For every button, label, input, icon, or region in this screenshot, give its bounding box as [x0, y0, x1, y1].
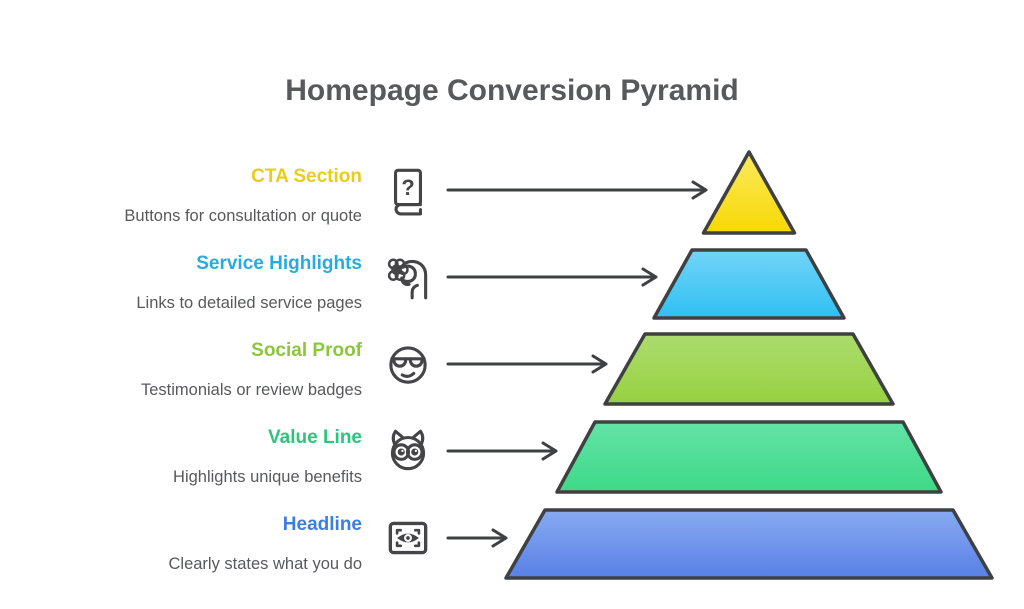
page-title: Homepage Conversion Pyramid	[285, 74, 739, 108]
level-description: Clearly states what you do	[168, 555, 362, 573]
level-label: CTA Section	[251, 166, 362, 187]
level-description: Buttons for consultation or quote	[124, 207, 362, 225]
level-label: Value Line	[268, 427, 362, 448]
sunglasses-face-icon	[381, 337, 435, 391]
level-label: Social Proof	[251, 340, 362, 361]
level-row-cta-section: CTA Section Buttons for consultation or …	[60, 166, 362, 226]
pyramid-level-social-proof	[603, 332, 895, 406]
level-label: Headline	[282, 514, 362, 535]
arrow-to-social-proof	[446, 354, 608, 374]
eye-frame-icon	[381, 511, 435, 565]
level-row-social-proof: Social Proof Testimonials or review badg…	[60, 340, 362, 400]
level-row-value-line: Value Line Highlights unique benefits	[60, 427, 362, 487]
owl-icon	[381, 424, 435, 478]
arrow-to-cta-section	[446, 180, 708, 200]
arrow-to-headline	[446, 528, 508, 548]
pyramid-level-cta-section	[701, 150, 797, 235]
level-row-headline: Headline Clearly states what you do	[60, 514, 362, 574]
level-description: Testimonials or review badges	[140, 381, 362, 399]
level-label: Service Highlights	[196, 253, 362, 274]
arrow-to-value-line	[446, 441, 558, 461]
pyramid-level-service-highlights	[652, 248, 846, 320]
hand-picking-flower-icon	[381, 250, 435, 304]
pyramid-level-value-line	[555, 420, 943, 494]
arrow-to-service-highlights	[446, 267, 658, 287]
level-row-service-highlights: Service Highlights Links to detailed ser…	[60, 253, 362, 313]
pyramid-level-headline	[504, 508, 994, 580]
svg-text:?: ?	[401, 175, 414, 200]
level-description: Highlights unique benefits	[173, 468, 362, 486]
book-question-icon: ?	[381, 163, 435, 217]
level-description: Links to detailed service pages	[136, 294, 362, 312]
